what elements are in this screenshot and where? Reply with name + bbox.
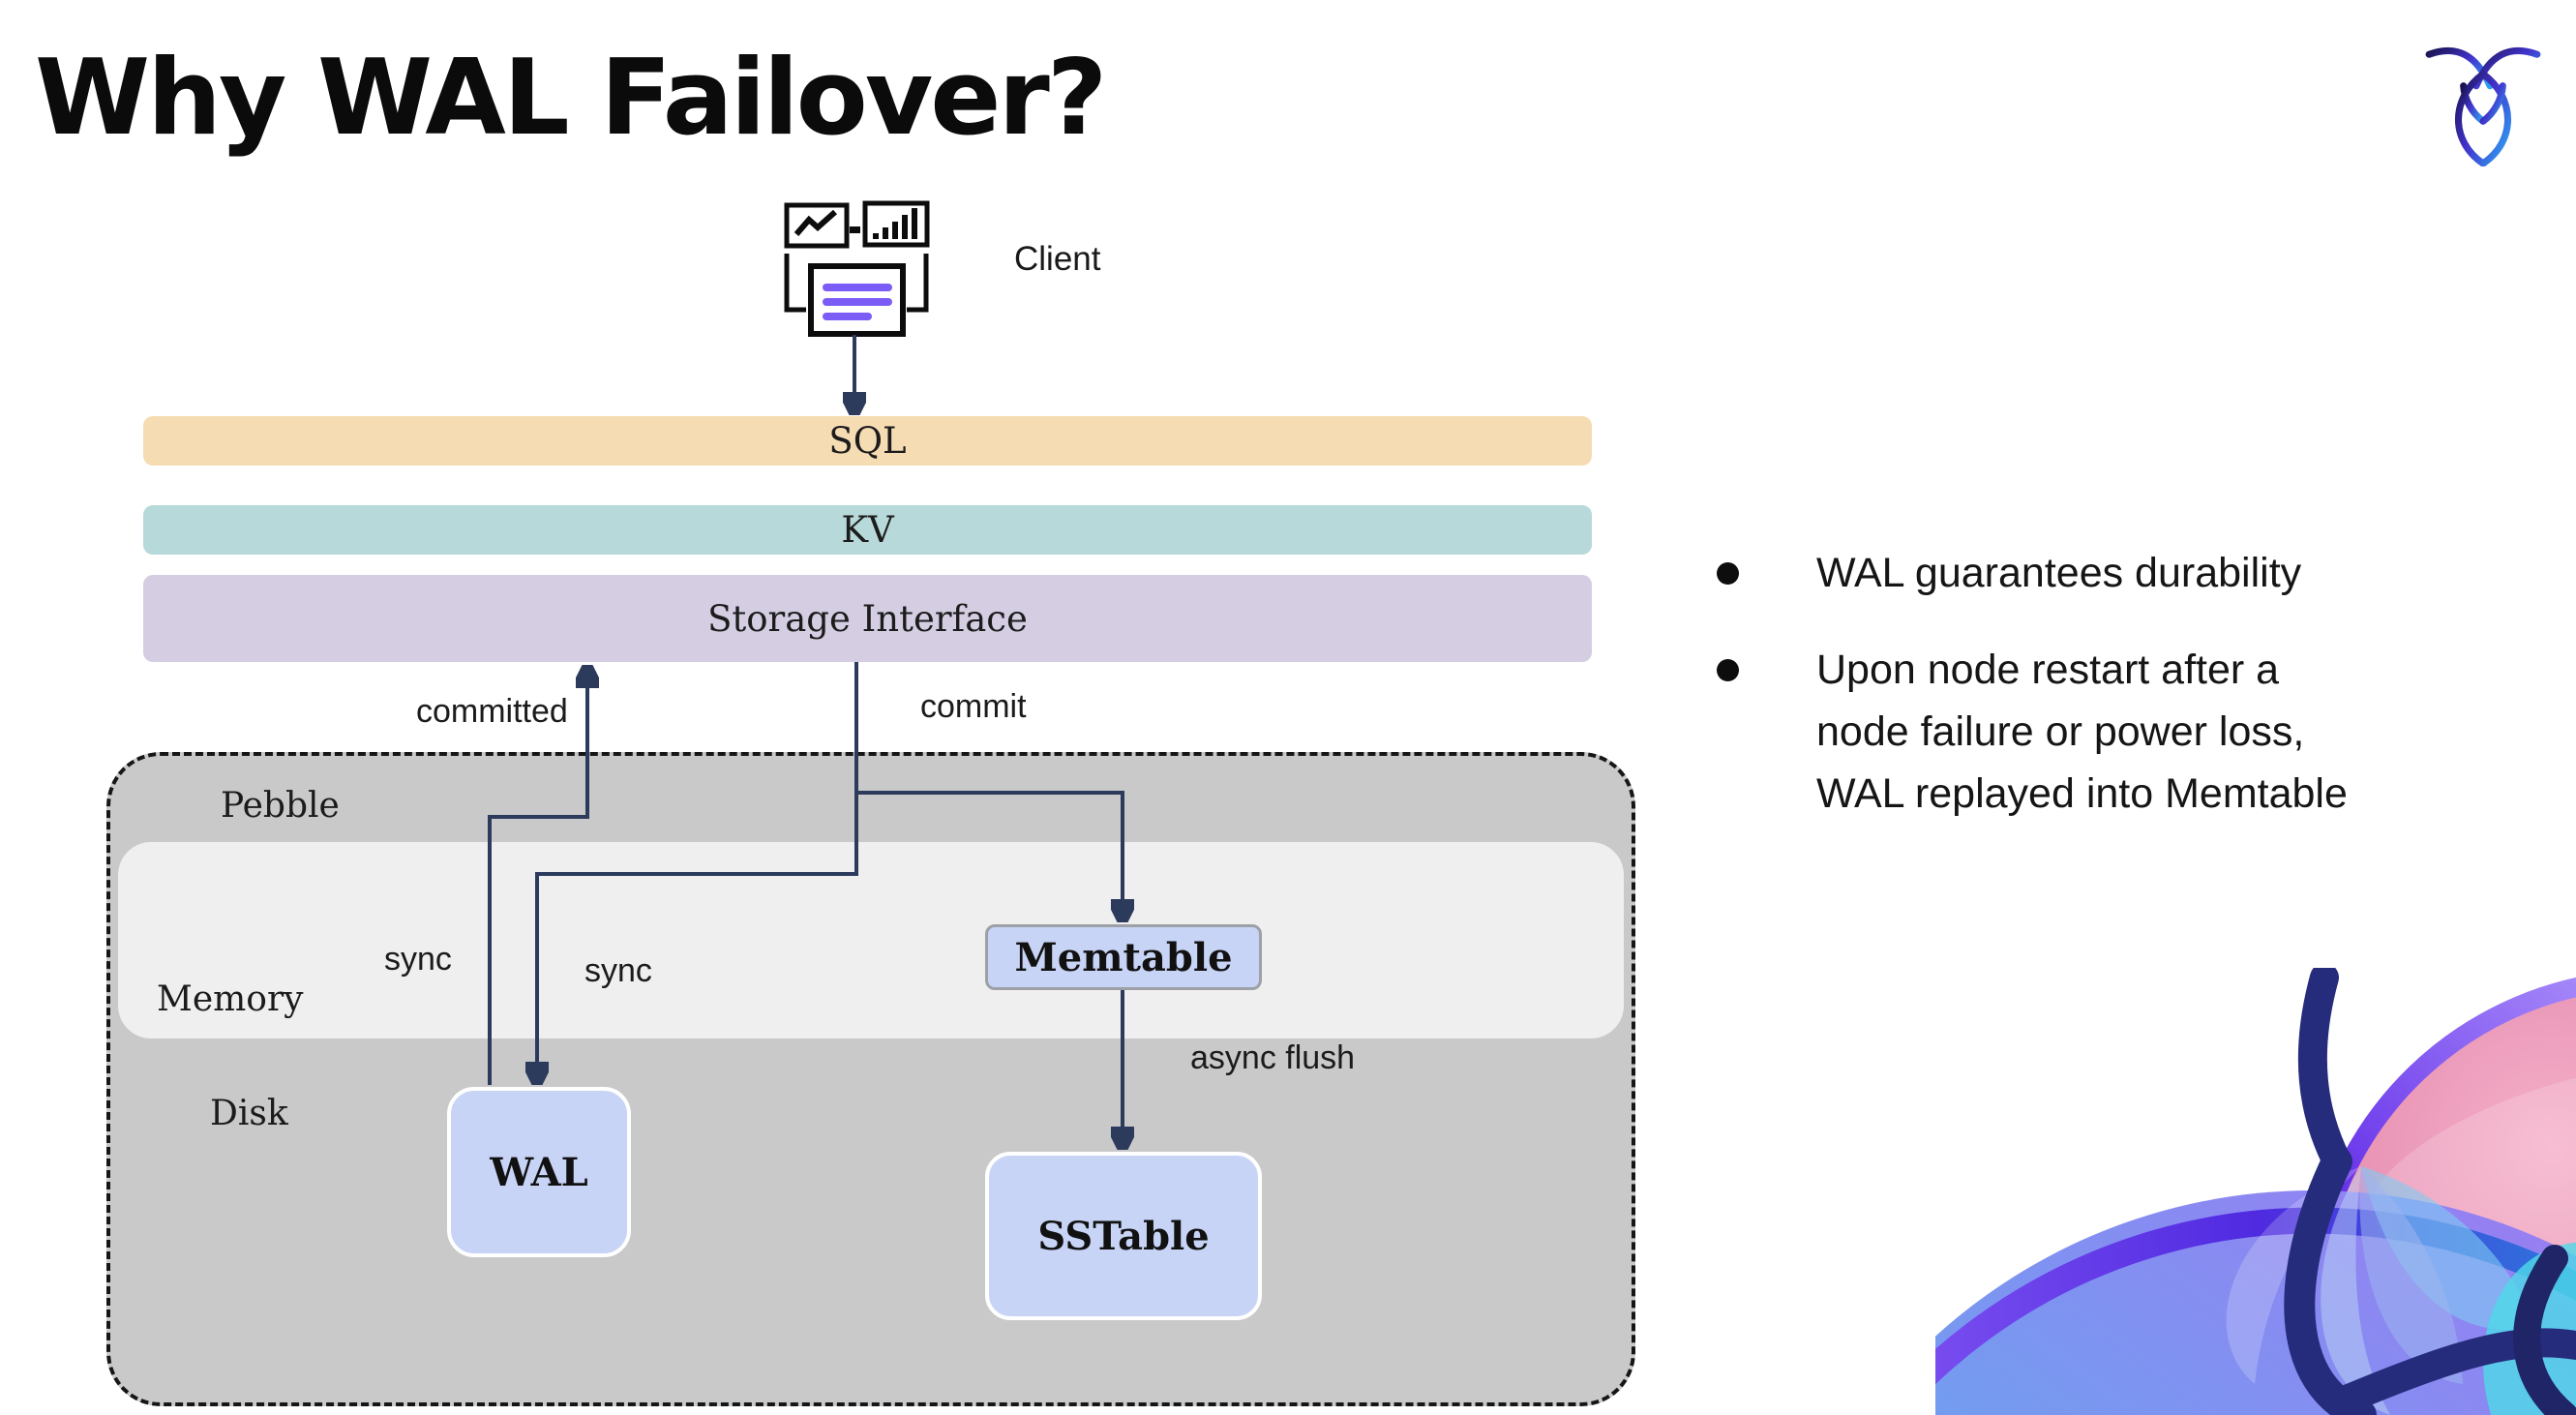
pebble-label: Pebble — [221, 786, 340, 826]
sql-layer-label: SQL — [828, 420, 907, 462]
bullet-dot-icon — [1717, 659, 1739, 681]
bullet-dot-icon — [1717, 562, 1739, 585]
commit-edge-label: commit — [920, 688, 1027, 725]
list-item: WAL guarantees durability — [1717, 542, 2549, 604]
wal-node: WAL — [447, 1087, 631, 1257]
client-icon — [784, 200, 930, 337]
sql-layer-bar: SQL — [143, 416, 1592, 466]
kv-layer-bar: KV — [143, 505, 1592, 555]
wal-node-label: WAL — [490, 1149, 588, 1195]
storage-interface-label: Storage Interface — [707, 597, 1028, 640]
sync-right-edge-label: sync — [584, 952, 652, 989]
disk-label: Disk — [210, 1094, 288, 1133]
list-item: Upon node restart after a node failure o… — [1717, 639, 2549, 825]
bullet-line: node failure or power loss, — [1816, 708, 2305, 755]
bracket-left-icon — [784, 254, 806, 313]
page-title: Why WAL Failover? — [35, 38, 1107, 159]
bullet-list: WAL guarantees durability Upon node rest… — [1717, 542, 2549, 825]
committed-edge-label: committed — [416, 693, 568, 730]
line-chart-icon — [784, 202, 850, 249]
corner-brand-art — [1935, 968, 2576, 1415]
bullet-text: Upon node restart after a node failure o… — [1816, 639, 2348, 825]
client-label: Client — [1014, 240, 1101, 278]
kv-layer-label: KV — [841, 509, 894, 551]
sync-left-edge-label: sync — [384, 941, 452, 978]
bullet-text: WAL guarantees durability — [1816, 550, 2302, 596]
async-flush-edge-label: async flush — [1190, 1039, 1356, 1076]
bullet-line: WAL replayed into Memtable — [1816, 770, 2348, 817]
bracket-right-icon — [907, 254, 929, 313]
sstable-node-label: SSTable — [1037, 1213, 1210, 1259]
memtable-node-label: Memtable — [1014, 934, 1233, 980]
memory-label: Memory — [157, 979, 304, 1019]
memory-band — [118, 842, 1624, 1039]
bullet-line: Upon node restart after a — [1816, 647, 2280, 693]
cockroachdb-logo-icon — [2425, 47, 2541, 166]
storage-interface-layer-bar: Storage Interface — [143, 575, 1592, 662]
memtable-node: Memtable — [985, 924, 1262, 990]
sstable-node: SSTable — [985, 1152, 1262, 1320]
